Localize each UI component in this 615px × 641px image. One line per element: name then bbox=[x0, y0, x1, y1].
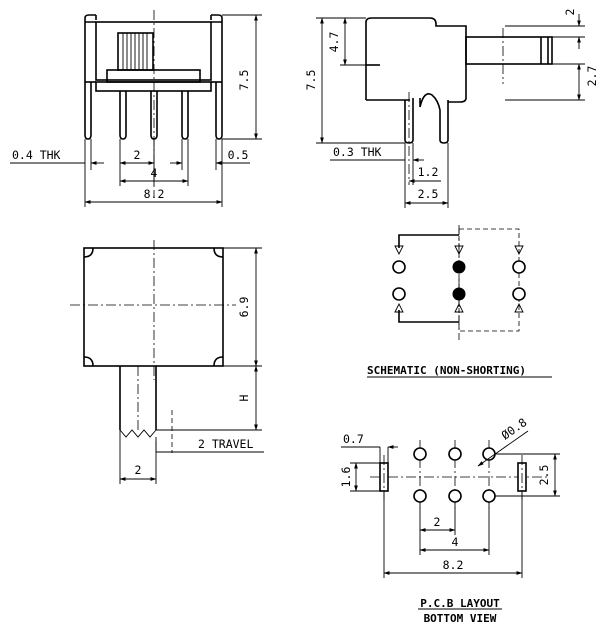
front-height-label: 7.5 bbox=[237, 70, 251, 91]
pcb-width-label: 8.2 bbox=[443, 558, 464, 572]
contact-terminal bbox=[512, 260, 526, 274]
contact-terminal bbox=[392, 287, 406, 301]
pcb-hole-label: Ø0.8 bbox=[499, 415, 530, 442]
top-actuator-label: 2 bbox=[135, 463, 142, 477]
top-h-label: H bbox=[237, 394, 251, 401]
pcb-rows-label: 2.5 bbox=[537, 465, 551, 486]
side-actuator-label: 2.7 bbox=[585, 66, 599, 87]
pcb-span-label: 4 bbox=[452, 535, 459, 549]
contact-terminal bbox=[392, 260, 406, 274]
side-body-label: 4.7 bbox=[327, 32, 341, 53]
front-thk-label: 0.4 THK bbox=[12, 148, 61, 162]
pcb-hole bbox=[448, 489, 462, 503]
front-view: 7.5 0.4 THK 2 4 0.5 8.2 bbox=[10, 10, 262, 207]
pcb-hole bbox=[413, 489, 427, 503]
side-span-label: 2.5 bbox=[418, 187, 439, 201]
pcb-hole bbox=[413, 447, 427, 461]
schematic-caption: SCHEMATIC (NON-SHORTING) bbox=[367, 364, 526, 377]
pcb-pitch-label: 2 bbox=[434, 515, 441, 529]
side-lead-label: 1.2 bbox=[418, 165, 439, 179]
common-terminal bbox=[452, 287, 466, 301]
side-view: 7.5 4.7 2 2.7 0.3 THK 1.2 2.5 bbox=[304, 9, 599, 208]
pcb-caption-line1: P.C.B LAYOUT bbox=[420, 597, 500, 610]
schematic: SCHEMATIC (NON-SHORTING) bbox=[367, 225, 552, 378]
common-terminal bbox=[452, 260, 466, 274]
top-view: 6.9 H 2 TRAVEL 2 bbox=[70, 240, 264, 484]
side-height-label: 7.5 bbox=[304, 70, 318, 91]
side-thk-label: 0.3 THK bbox=[333, 145, 382, 159]
pcb-hole bbox=[448, 447, 462, 461]
side-top-label: 2 bbox=[563, 9, 577, 16]
top-travel-label: 2 TRAVEL bbox=[198, 437, 253, 451]
pcb-hole bbox=[482, 489, 496, 503]
front-span-label: 4 bbox=[151, 166, 158, 180]
front-pin-label: 0.5 bbox=[228, 148, 249, 162]
contact-terminal bbox=[512, 287, 526, 301]
pcb-offset-label: 0.7 bbox=[343, 432, 364, 446]
pcb-caption-line2: BOTTOM VIEW bbox=[424, 612, 497, 625]
front-pitch-label: 2 bbox=[134, 148, 141, 162]
pcb-layout: 0.7 Ø0.8 1.6 2.5 2 4 8.2 P.C.B LAYOUT BO… bbox=[339, 415, 560, 625]
top-height-label: 6.9 bbox=[237, 297, 251, 318]
front-width-label: 8.2 bbox=[144, 187, 165, 201]
pcb-slot-label: 1.6 bbox=[339, 467, 353, 488]
